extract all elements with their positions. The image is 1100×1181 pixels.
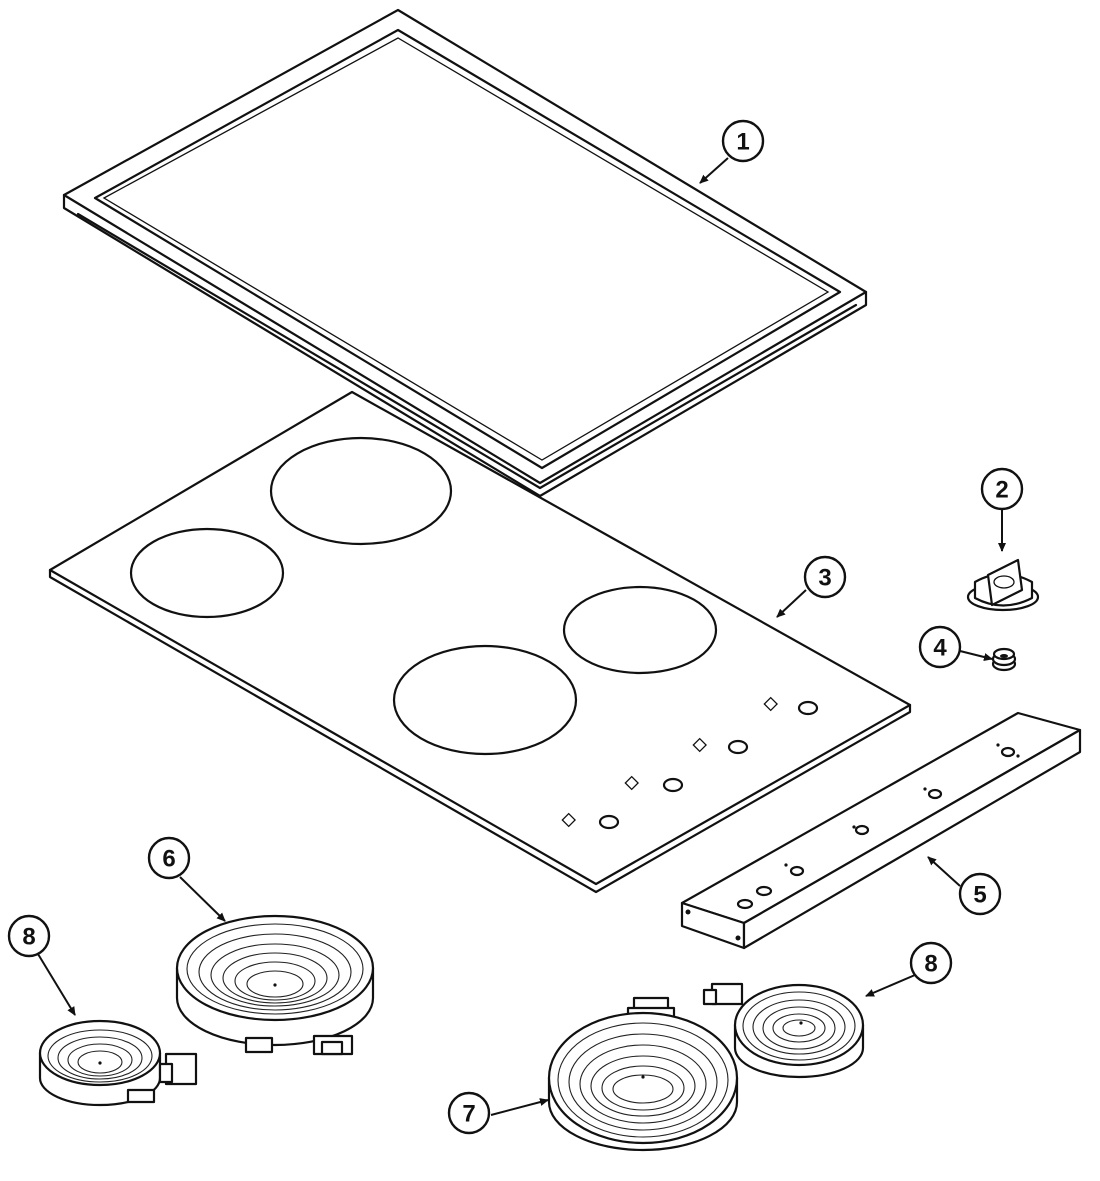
callout-5: 5 <box>958 872 1002 916</box>
callout-7: 7 <box>447 1091 491 1135</box>
burner-outline-back-right <box>269 436 453 546</box>
burner-outline-front-right <box>562 585 718 675</box>
leader-lines <box>37 157 1006 1116</box>
callout-7-label: 7 <box>462 1101 475 1128</box>
callout-1-label: 1 <box>736 129 749 156</box>
control-panel-bracket <box>680 711 1082 950</box>
callout-8-left-label: 8 <box>22 924 35 951</box>
callout-4: 4 <box>918 625 962 669</box>
callout-8-right: 8 <box>909 941 953 985</box>
glass-cooktop <box>48 390 912 894</box>
callout-3-label: 3 <box>818 565 831 592</box>
callout-8-right-label: 8 <box>924 951 937 978</box>
callout-8-left: 8 <box>7 914 51 958</box>
control-knob <box>966 558 1040 612</box>
callout-2-label: 2 <box>995 477 1008 504</box>
burner-outline-back-left <box>129 527 285 619</box>
callout-6: 6 <box>147 836 191 880</box>
small-radiant-element-right <box>702 982 865 1079</box>
large-radiant-element-right <box>547 996 739 1152</box>
knob-spring <box>991 647 1017 672</box>
callout-6-label: 6 <box>162 846 175 873</box>
callout-3: 3 <box>803 555 847 599</box>
large-radiant-element-left <box>175 914 375 1056</box>
burner-outline-front-left <box>392 644 578 756</box>
control-holes <box>561 696 819 830</box>
callout-1: 1 <box>721 119 765 163</box>
callout-2: 2 <box>980 467 1024 511</box>
callout-5-label: 5 <box>973 882 986 909</box>
callout-4-label: 4 <box>933 635 947 662</box>
frame-trim <box>62 8 868 498</box>
small-radiant-element-left <box>38 1019 198 1107</box>
